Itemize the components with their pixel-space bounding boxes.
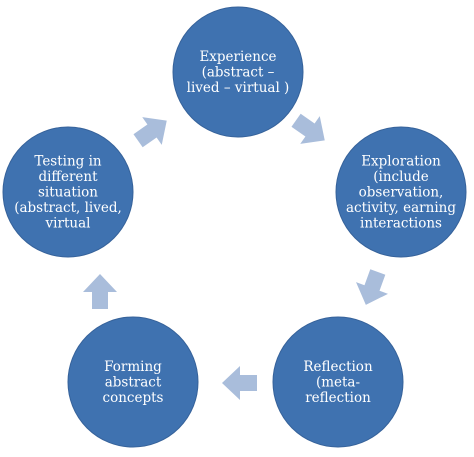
node-circle (272, 316, 404, 448)
node-label-line: reflection (305, 390, 371, 406)
node-circle (172, 6, 304, 138)
node-label-line: Forming (104, 359, 162, 375)
arrow-right-up-icon (133, 117, 167, 148)
arrow-right-down-icon (291, 113, 325, 144)
node-reflection: Reflection(meta-reflection (272, 316, 404, 448)
arrow-down-icon (356, 269, 388, 305)
node-label-line: Testing in (34, 154, 102, 170)
node-label-line: interactions (360, 216, 442, 232)
node-circle (335, 126, 467, 258)
node-label-line: Experience (199, 49, 276, 65)
arrow-up-icon (83, 274, 117, 309)
nodes-layer: Experience(abstract –lived – virtual )Ex… (2, 6, 467, 448)
node-label-line: (abstract, lived, (14, 200, 122, 216)
node-label-line: different (38, 169, 98, 185)
node-label-line: concepts (103, 390, 164, 406)
arrows-layer (83, 113, 388, 400)
node-label-line: Exploration (361, 154, 441, 170)
node-label-line: Reflection (303, 359, 373, 375)
node-label: Experience(abstract –lived – virtual ) (187, 49, 290, 96)
node-label: Reflection(meta-reflection (303, 359, 373, 406)
node-label-line: observation, (359, 185, 444, 201)
node-label-line: (include (373, 169, 428, 185)
node-label-line: (abstract – (202, 65, 275, 81)
node-experience: Experience(abstract –lived – virtual ) (172, 6, 304, 138)
node-label-line: (meta- (316, 375, 360, 391)
node-label-line: virtual (45, 216, 91, 232)
node-label-line: lived – virtual ) (187, 80, 290, 96)
node-label-line: abstract (105, 375, 162, 391)
node-label-line: activity, earning (346, 200, 456, 216)
node-circle (2, 126, 134, 258)
node-label-line: situation (38, 185, 98, 201)
node-circle (67, 316, 199, 448)
arrow-left-icon (222, 366, 257, 400)
